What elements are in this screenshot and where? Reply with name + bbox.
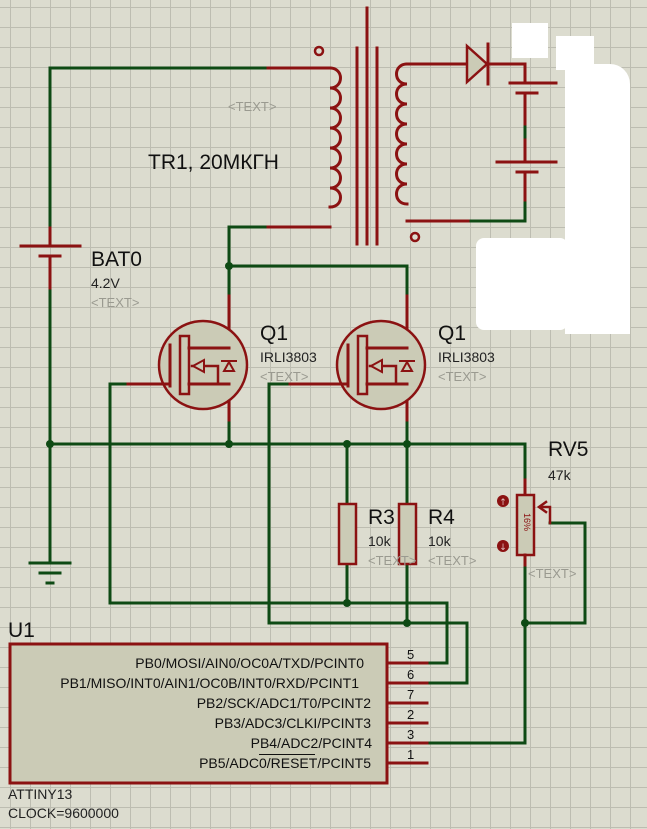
resistor-r4[interactable] [397, 502, 418, 566]
wire-gate-left [108, 382, 449, 665]
q1-right-value: IRLI3803 [438, 349, 495, 365]
q1-left-text-placeholder: <TEXT> [260, 369, 309, 384]
q1-left-value: IRLI3803 [260, 349, 317, 365]
u1-pin-name: PB3/ADC3/CLKI/PCINT3 [214, 715, 371, 731]
u1-pin-name: PB1/MISO/INT0/AIN1/OC0B/INT0/RXD/PCINT1 [60, 675, 359, 691]
redaction-mask [512, 23, 548, 58]
u1-pin-number: 3 [407, 727, 415, 742]
q1-left-label: Q1 [260, 322, 289, 345]
redaction-mask [565, 64, 630, 334]
u1-part: ATTINY13 [8, 786, 73, 802]
potentiometer-rv5[interactable] [515, 478, 552, 567]
wire-secondary-bottom [466, 198, 527, 223]
mosfet-q1-left[interactable] [126, 294, 249, 422]
junctions [46, 262, 529, 627]
svg-text:↓: ↓ [499, 543, 507, 553]
ground-symbol [28, 561, 72, 585]
r3-label: R3 [368, 506, 395, 529]
junction-dot [343, 599, 351, 607]
bat0-label: BAT0 [91, 248, 142, 271]
u1-pin-number: 7 [407, 687, 415, 702]
junction-dot [403, 619, 411, 627]
chip-u1[interactable] [8, 642, 429, 785]
u1-pin-name: PB4/ADC2/PCINT4 [250, 735, 372, 751]
junction-dot [521, 619, 529, 627]
svg-text:↑: ↑ [499, 498, 507, 508]
wires [48, 66, 587, 745]
u1-pin-name: PB0/MOSI/AIN0/OC0A/TXD/PCINT0 [135, 655, 364, 671]
q1-right-text-placeholder: <TEXT> [438, 369, 487, 384]
transformer-tr1[interactable] [266, 6, 470, 246]
junction-dot [46, 440, 54, 448]
diode[interactable] [465, 42, 558, 202]
u1-label: U1 [8, 619, 35, 642]
r3-text-placeholder: <TEXT> [368, 553, 417, 568]
wire-ground-bus [48, 442, 527, 482]
q1-right-label: Q1 [438, 322, 467, 345]
resistor-r3[interactable] [337, 502, 358, 566]
rv5-value: 47k [548, 467, 571, 483]
tr1-label: TR1, 20МКГН [148, 151, 279, 174]
wire-rv5-wiper [523, 521, 587, 625]
r3-value: 10k [368, 533, 391, 549]
u1-pin-name: PB2/SCK/ADC1/T0/PCINT2 [196, 695, 371, 711]
u1-clock: CLOCK=9600000 [8, 805, 119, 821]
junction-dot [403, 440, 411, 448]
junction-dot [225, 262, 233, 270]
rv5-decrement-button[interactable]: ↓ [497, 540, 509, 553]
rv5-increment-button[interactable]: ↑ [497, 495, 509, 508]
u1-pin-name: PB5/ADC0/RESET/PCINT5 [199, 755, 371, 771]
u1-pin-number: 6 [407, 667, 415, 682]
u1-pin-number: 1 [407, 747, 415, 762]
reset-overline [259, 754, 315, 755]
r4-value: 10k [428, 533, 451, 549]
junction-dot [225, 440, 233, 448]
rv5-label: RV5 [548, 438, 589, 461]
bat0-value: 4.2V [91, 275, 120, 291]
u1-pin-number: 2 [407, 707, 415, 722]
u1-pin-number: 5 [407, 647, 415, 662]
r4-text-placeholder: <TEXT> [428, 553, 477, 568]
wire-bat-to-primary [48, 66, 270, 230]
redaction-mask [476, 238, 568, 330]
rv5-wiper-percent: 16% [522, 513, 532, 532]
wire-drain-bus [227, 264, 409, 298]
junction-dot [343, 440, 351, 448]
wire-rv5-bottom [425, 563, 527, 745]
wire-primary-bottom [227, 225, 270, 267]
r4-label: R4 [428, 506, 455, 529]
adc2-overline-spacer [235, 734, 315, 735]
tr1-text-placeholder: <TEXT> [228, 99, 277, 114]
mosfet-q1-right[interactable] [288, 294, 427, 422]
battery-bat0[interactable] [19, 226, 82, 290]
bat0-text-placeholder: <TEXT> [91, 295, 140, 310]
wire-gate-right [267, 382, 469, 685]
rv5-text-placeholder: <TEXT> [528, 566, 577, 581]
